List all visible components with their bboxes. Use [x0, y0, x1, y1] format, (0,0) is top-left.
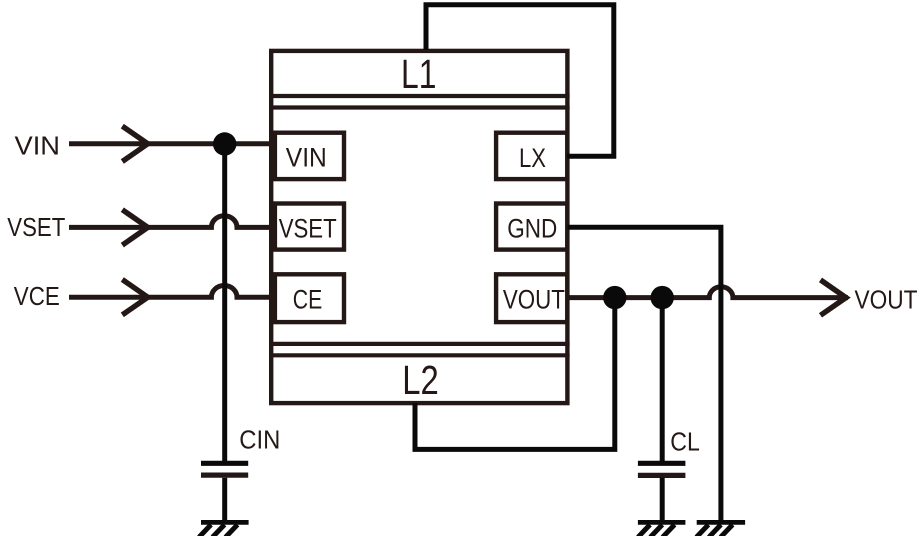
svg-text:L1: L1 [401, 51, 436, 97]
svg-text:VCE: VCE [14, 281, 60, 311]
svg-text:CL: CL [670, 426, 700, 456]
svg-text:CIN: CIN [239, 424, 280, 454]
svg-text:VOUT: VOUT [855, 285, 918, 315]
svg-text:VIN: VIN [286, 142, 327, 172]
svg-text:VSET: VSET [279, 214, 337, 244]
svg-text:GND: GND [507, 214, 557, 244]
svg-text:VOUT: VOUT [503, 285, 565, 315]
svg-text:VSET: VSET [7, 212, 65, 242]
svg-text:L2: L2 [402, 357, 439, 403]
svg-text:VIN: VIN [15, 130, 61, 160]
svg-text:LX: LX [519, 143, 546, 173]
svg-text:CE: CE [293, 285, 323, 315]
